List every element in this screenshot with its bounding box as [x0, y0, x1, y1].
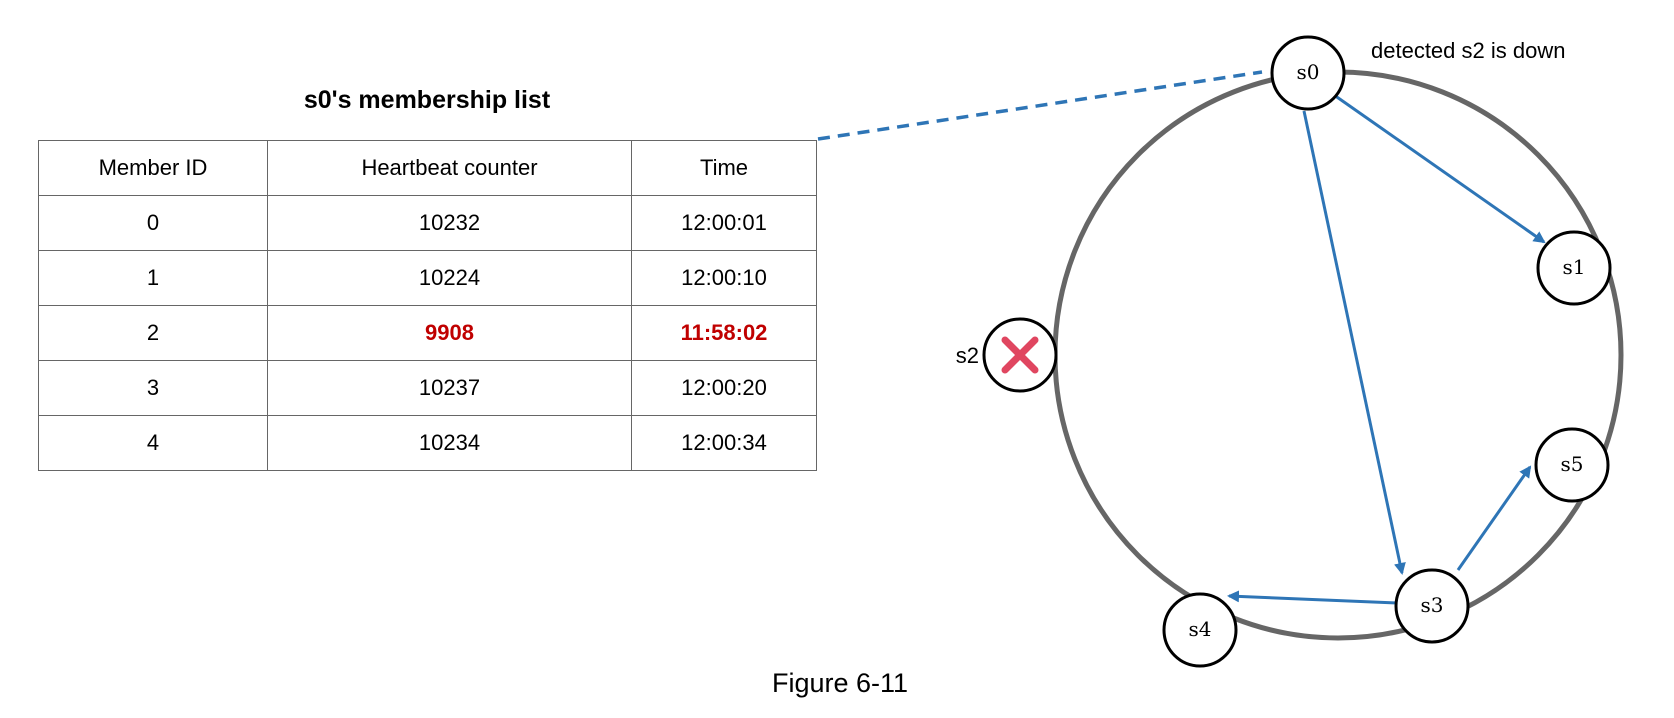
table-row-stale: 2 9908 11:58:02 [38, 305, 817, 361]
cell-time: 12:00:10 [631, 250, 817, 306]
cell-member-id: 4 [38, 415, 268, 471]
arrow-s0-to-s1 [1333, 93, 1546, 244]
arrow-s3-to-s5 [1456, 465, 1532, 571]
node-s3: s3 [1394, 568, 1470, 644]
cell-member-id: 0 [38, 195, 268, 251]
membership-table: Member ID Heartbeat counter Time 0 10232… [38, 140, 817, 471]
node-s4-label: s4 [1189, 617, 1212, 641]
cell-heartbeat: 10237 [267, 360, 632, 416]
cell-heartbeat: 10234 [267, 415, 632, 471]
cell-time: 12:00:01 [631, 195, 817, 251]
cell-heartbeat-stale: 9908 [267, 305, 632, 361]
table-row: 0 10232 12:00:01 [38, 195, 817, 251]
node-s0: s0 [1270, 35, 1346, 111]
figure-caption: Figure 6-11 [771, 668, 909, 698]
arrow-s3-to-s4 [1227, 590, 1398, 605]
node-s4: s4 [1162, 592, 1238, 668]
table-to-s0-connector [817, 70, 1263, 141]
cell-time: 12:00:20 [631, 360, 817, 416]
cell-member-id: 1 [38, 250, 268, 306]
header-time: Time [631, 140, 817, 196]
node-s3-label: s3 [1421, 593, 1444, 617]
node-s5: s5 [1534, 427, 1610, 503]
table-title: s0's membership list [303, 86, 551, 114]
cell-member-id: 2 [38, 305, 268, 361]
cell-time: 12:00:34 [631, 415, 817, 471]
table-header-row: Member ID Heartbeat counter Time [38, 140, 817, 196]
node-s1-label: s1 [1563, 255, 1586, 279]
node-s2-failed [982, 317, 1058, 393]
table-row: 1 10224 12:00:10 [38, 250, 817, 306]
node-s0-label: s0 [1297, 60, 1320, 84]
table-row: 3 10237 12:00:20 [38, 360, 817, 416]
failed-node-label: s2 [956, 343, 979, 368]
node-s1: s1 [1536, 230, 1612, 306]
failure-x-icon [1001, 336, 1039, 374]
arrow-s0-to-s3 [1302, 110, 1406, 575]
cell-time-stale: 11:58:02 [631, 305, 817, 361]
node-s5-label: s5 [1561, 452, 1584, 476]
cell-heartbeat: 10232 [267, 195, 632, 251]
header-heartbeat-counter: Heartbeat counter [267, 140, 632, 196]
cell-heartbeat: 10224 [267, 250, 632, 306]
hash-ring [1052, 69, 1624, 641]
header-member-id: Member ID [38, 140, 268, 196]
detection-note: detected s2 is down [1371, 38, 1565, 63]
cell-member-id: 3 [38, 360, 268, 416]
table-row: 4 10234 12:00:34 [38, 415, 817, 471]
